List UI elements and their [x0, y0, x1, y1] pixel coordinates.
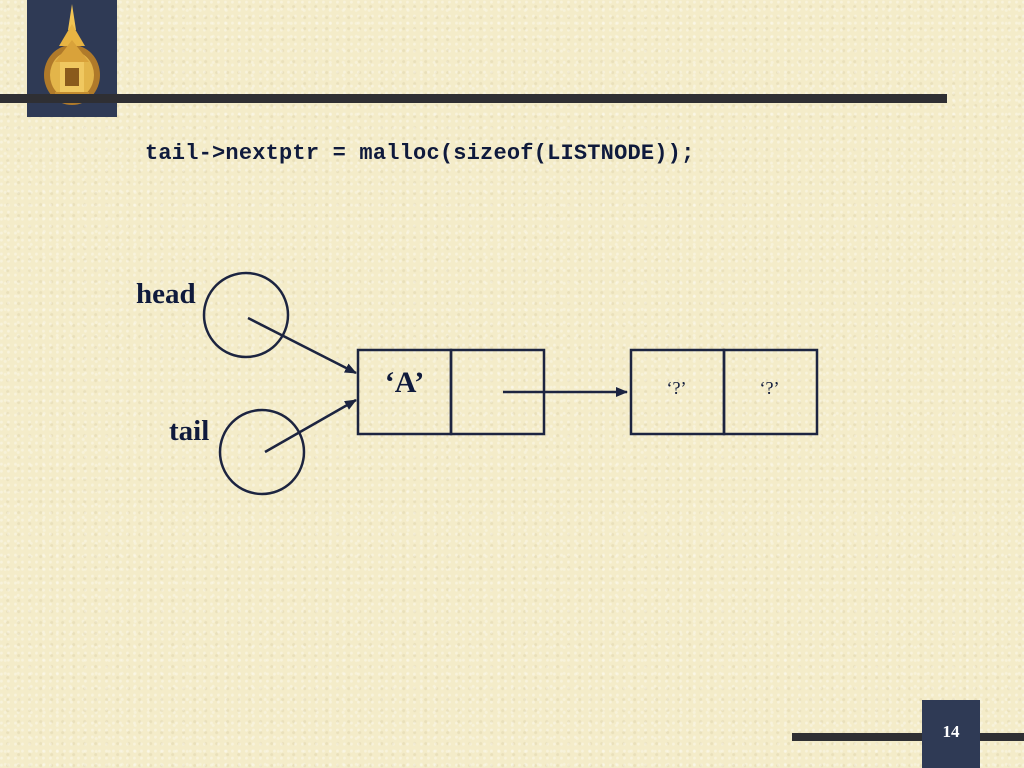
node-a-data-value: ‘A’ [384, 366, 425, 399]
new-node-next-cell [722, 348, 819, 436]
page-number: 14 [942, 722, 960, 741]
emblem-icon [44, 4, 100, 105]
tail-label: tail [169, 415, 210, 447]
head-arrow [247, 316, 357, 375]
tail-arrow [264, 398, 357, 454]
new-node-next-value: ‘?’ [759, 378, 780, 398]
head-pointer-circle [202, 271, 290, 359]
header-rule [0, 94, 947, 103]
page-number-box: 14 [922, 700, 980, 768]
footer-rule-right [980, 733, 1024, 741]
tail-pointer-circle [218, 408, 306, 496]
footer-rule-left [792, 733, 922, 741]
new-node-data-value: ‘?’ [666, 378, 687, 398]
code-statement: tail->nextptr = malloc(sizeof(LISTNODE))… [145, 141, 695, 166]
head-label: head [136, 278, 196, 310]
university-logo [27, 0, 117, 117]
